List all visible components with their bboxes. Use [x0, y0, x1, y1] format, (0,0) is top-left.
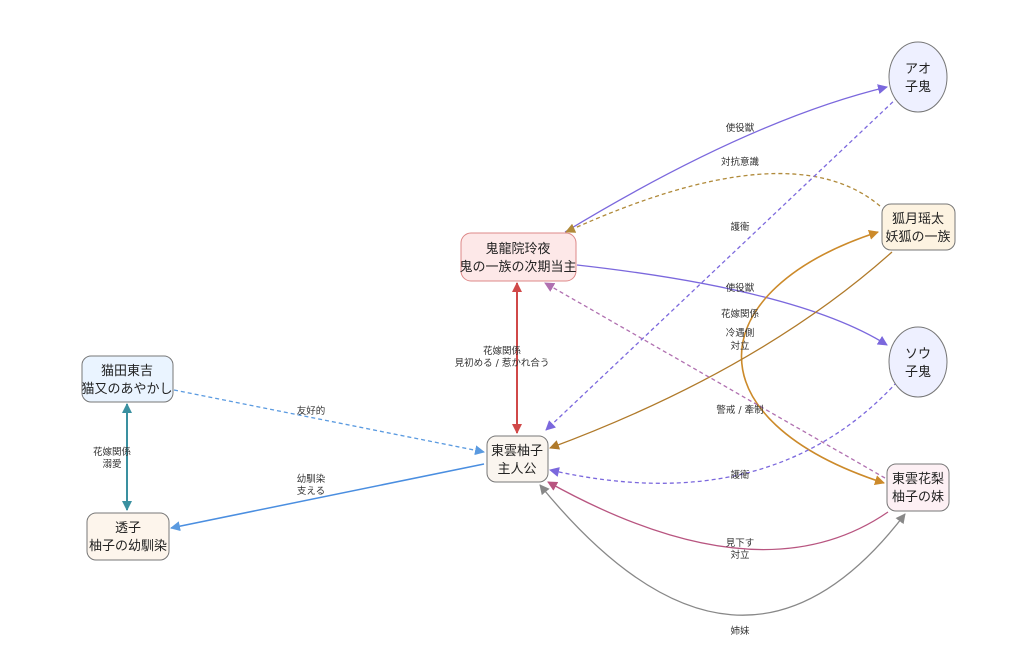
node-title: 東雲柚子: [491, 443, 543, 459]
edge-label: 支える: [297, 485, 325, 497]
node-subtitle: 鬼の一族の次期当主: [459, 259, 576, 275]
edge-label: 花嫁関係: [93, 446, 132, 458]
edge-yuzu-toko: [170, 463, 485, 532]
edge-label: 見初める / 惹かれ合う: [455, 357, 550, 369]
node-title: アオ: [905, 62, 931, 77]
edge-kogetsu-karin: [740, 230, 885, 485]
node-title: 猫田東吉: [101, 363, 153, 379]
edge-label: 使役獣: [726, 122, 755, 134]
node-title: 東雲花梨: [892, 471, 944, 487]
node-title: 狐月瑶太: [892, 212, 944, 227]
node-subtitle: 妖狐の一族: [885, 229, 950, 245]
node-sou[interactable]: ソウ 子鬼: [888, 326, 948, 398]
edge-label: 対立: [730, 340, 749, 352]
edge-label: 使役獣: [726, 282, 755, 294]
node-title: 鬼龍院玲夜: [485, 241, 550, 257]
node-kiryuin[interactable]: 鬼龍院玲夜 鬼の一族の次期当主: [459, 232, 577, 282]
edge-label: 対抗意識: [721, 156, 760, 168]
edge-label: 冷遇側: [726, 327, 755, 339]
node-toko[interactable]: 透子 柚子の幼馴染: [86, 512, 170, 561]
edge-sisters: [539, 484, 906, 616]
edge-label: 友好的: [297, 405, 326, 417]
edge-label: 護衛: [730, 221, 750, 233]
node-subtitle: 子鬼: [905, 364, 931, 380]
node-subtitle: 柚子の幼馴染: [89, 539, 167, 554]
node-subtitle: 子鬼: [905, 79, 931, 95]
edge-nekota-yuzu: [173, 389, 485, 456]
edge-kogetsu-yuzu: [549, 251, 893, 450]
node-nekota[interactable]: 猫田東吉 猫又のあやかし: [81, 355, 174, 403]
edge-label: 警戒 / 牽制: [716, 404, 763, 416]
node-karin[interactable]: 東雲花梨 柚子の妹: [886, 463, 950, 512]
edge-label: 護衛: [730, 469, 750, 481]
node-title: 透子: [115, 521, 141, 536]
node-ao[interactable]: アオ 子鬼: [888, 41, 948, 113]
edge-karin-yuzu: [547, 481, 889, 551]
edge-label: 花嫁関係: [721, 308, 760, 320]
edge-kogetsu-kiryuin: [565, 172, 881, 233]
edge-label: 見下す: [726, 538, 755, 549]
edge-label: 溺愛: [102, 458, 122, 470]
edge-sou-yuzu: [549, 381, 898, 484]
node-subtitle: 柚子の妹: [892, 490, 944, 505]
edge-kiryuin-ao: [564, 84, 888, 233]
node-kogetsu[interactable]: 狐月瑶太 妖狐の一族: [881, 203, 956, 251]
edge-label: 姉妹: [730, 625, 750, 637]
node-yuzu[interactable]: 東雲柚子 主人公: [486, 435, 549, 483]
edge-ao-yuzu: [545, 96, 899, 431]
edge-label: 幼馴染: [297, 473, 326, 485]
edge-labels: 使役獣 対抗意識 護衛 使役獣 花嫁関係 冷遇側 対立 警戒 / 牽制 護衛 見…: [93, 122, 764, 637]
edge-label: 対立: [730, 549, 749, 561]
node-subtitle: 主人公: [497, 462, 536, 477]
edge-label: 花嫁関係: [483, 345, 522, 357]
edge-karin-kiryuin: [544, 282, 886, 479]
node-title: ソウ: [905, 347, 931, 362]
node-subtitle: 猫又のあやかし: [81, 382, 172, 397]
